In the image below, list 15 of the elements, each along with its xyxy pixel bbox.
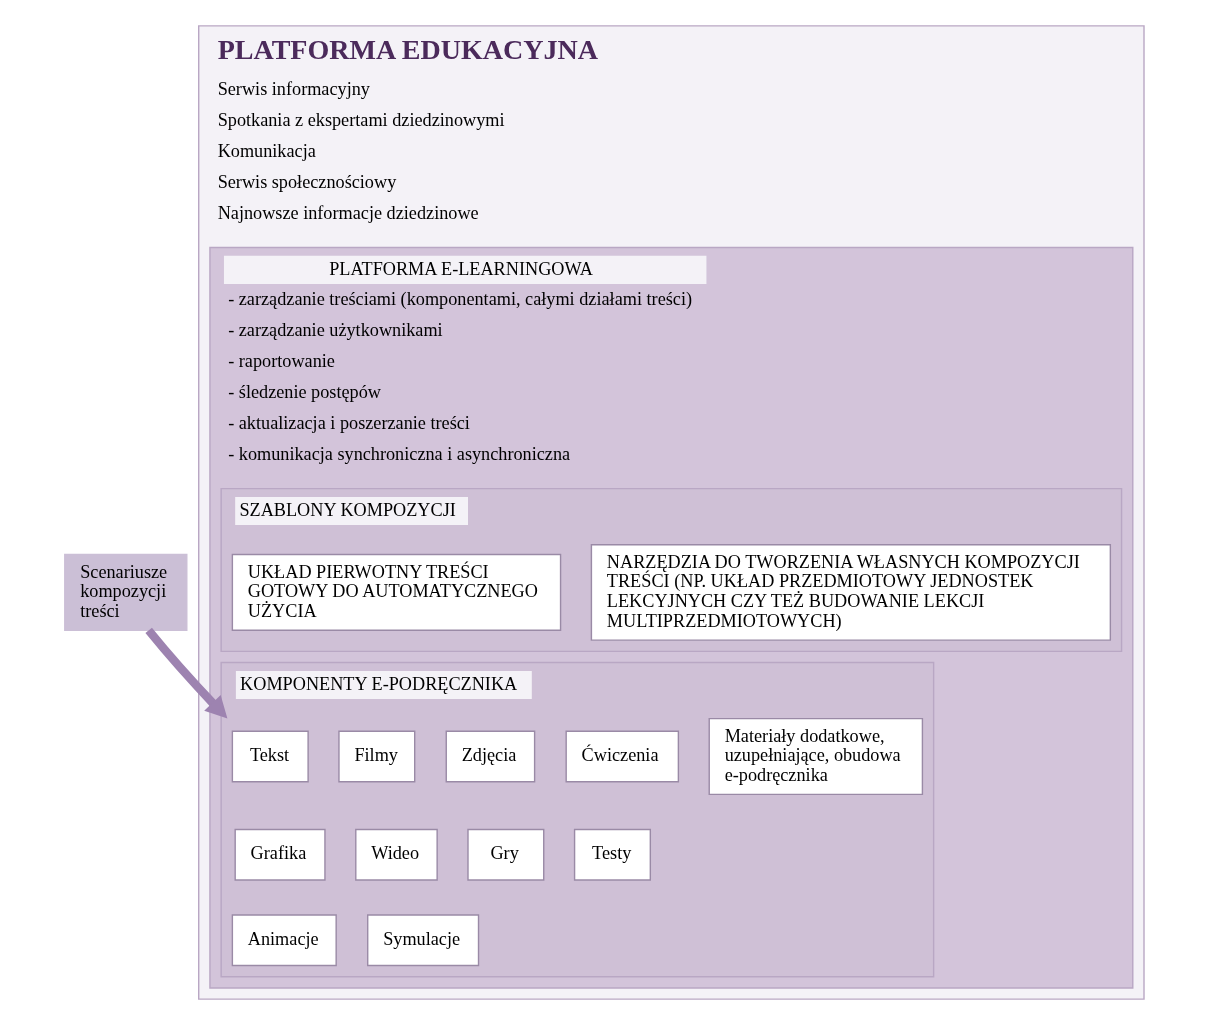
node-box: UKŁAD PIERWOTNY TREŚCI GOTOWY DO AUTOMATYCZNEGO UŻYCIA — [231, 553, 562, 631]
node-box: Wideo — [355, 828, 438, 881]
node-box: Ćwiczenia — [565, 730, 680, 782]
node-box: Filmy — [338, 730, 416, 782]
arrow — [145, 627, 228, 718]
node-box: Symulacje — [367, 913, 480, 966]
node-box: NARZĘDZIA DO TWORZENIA WŁASNYCH KOMPOZYCJI TREŚCI (NP. UKŁAD PRZEDMIOTOWY JEDNOSTEK LEKCYJNYCH CZY TEŻ BUDOWANIE LEKCJI MULTIPRZEDMIOTOWYCH) — [590, 543, 1112, 641]
node-box: Tekst — [231, 730, 309, 782]
node-box: Scenariusze kompozycji treści — [64, 553, 188, 631]
node-box: Testy — [573, 828, 652, 881]
node-box: Materiały dodatkowe, uzupełniające, obudowa e-podręcznika — [708, 717, 924, 795]
node-box: Zdjęcia — [445, 730, 536, 782]
node-box: Animacje — [231, 913, 337, 966]
node-box: Gry — [467, 828, 545, 881]
node-box: Grafika — [234, 828, 326, 881]
